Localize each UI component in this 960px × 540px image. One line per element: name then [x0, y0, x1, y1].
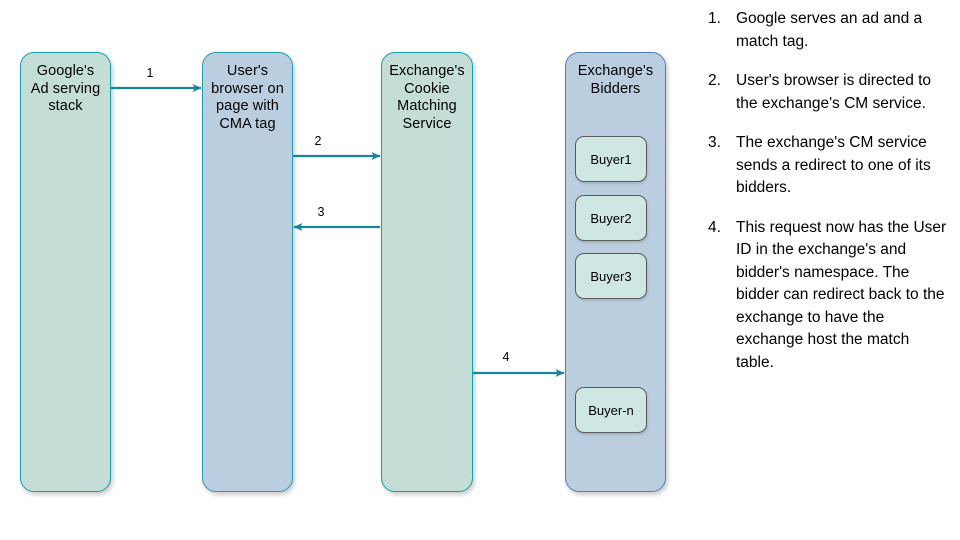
list-item-number: 4. [708, 218, 721, 236]
arrow-2-label: 2 [314, 134, 322, 148]
list-item-text: This request now has the User ID in the … [736, 218, 947, 371]
list-item: 1. Google serves an ad and a match tag. [700, 8, 950, 53]
list-item-number: 2. [708, 72, 721, 89]
buyer-box[interactable]: Buyer3 [575, 253, 647, 299]
list-item-text: Google serves an ad and a match tag. [736, 10, 923, 50]
lane-google-ad-serving-stack[interactable]: Google's Ad serving stack [20, 52, 111, 492]
arrow-3-label: 3 [317, 205, 325, 219]
arrow-1-label: 1 [146, 66, 154, 80]
list-item-number: 1. [708, 10, 721, 27]
buyer-box[interactable]: Buyer-n [575, 387, 647, 433]
list-item: 2. User's browser is directed to the exc… [700, 70, 950, 115]
lane-label: Google's Ad serving stack [30, 63, 101, 114]
arrow-4-label: 4 [502, 350, 510, 364]
lane-label: Exchange's Bidders [577, 63, 654, 97]
buyer-box[interactable]: Buyer2 [575, 195, 647, 241]
lane-label: Exchange's Cookie Matching Service [389, 63, 465, 132]
list-item: 4. This request now has the User ID in t… [700, 217, 950, 375]
buyer-box[interactable]: Buyer1 [575, 136, 647, 182]
lane-label: User's browser on page with CMA tag [211, 63, 284, 132]
list-item: 3. The exchange's CM service sends a red… [700, 132, 950, 200]
list-item-number: 3. [708, 134, 721, 151]
lane-exchange-cookie-matching-service[interactable]: Exchange's Cookie Matching Service [381, 52, 473, 492]
list-item-text: User's browser is directed to the exchan… [736, 72, 932, 112]
list-item-text: The exchange's CM service sends a redire… [736, 134, 931, 196]
numbered-step-list: 1. Google serves an ad and a match tag. … [700, 8, 950, 391]
lane-user-browser[interactable]: User's browser on page with CMA tag [202, 52, 293, 492]
